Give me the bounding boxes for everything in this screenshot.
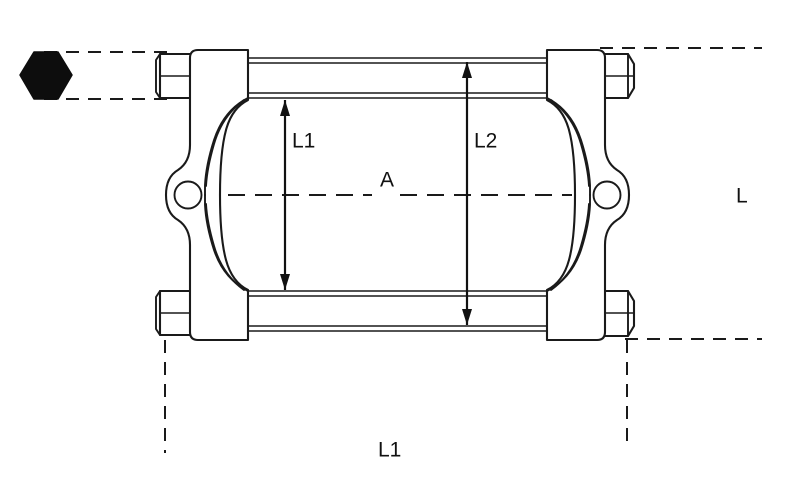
dimension-l-overall: L [736, 185, 748, 208]
dashed-extension-lines [44, 47, 762, 453]
hex-head-icon [19, 51, 73, 100]
top-left-bolt-chamfer [155, 53, 161, 99]
right-jaw-outline [545, 48, 631, 342]
l2-arrow-top [462, 62, 472, 78]
a-label-backing [374, 167, 398, 193]
l2-arrow-bottom [462, 309, 472, 325]
guide-rails [248, 57, 548, 332]
l1-label-backing [290, 128, 324, 154]
left-jaw-outline [164, 48, 250, 342]
dimension-label-l1-vertical: L1 [292, 130, 315, 153]
clamp-jaw-right [545, 48, 631, 342]
left-pivot-hole [173, 180, 203, 210]
l1-arrow-top [280, 100, 290, 116]
dimension-l2-vertical: L2 [462, 62, 506, 325]
dimension-label-l1-horizontal: L1 [378, 439, 401, 462]
dimension-l1-vertical: L1 [280, 100, 324, 290]
right-pivot-hole [592, 180, 622, 210]
dimension-label-a: A [380, 169, 394, 192]
dimension-a-axis: A [374, 167, 398, 193]
dimension-label-l: L [736, 185, 748, 208]
left-jaw-rib-lower [205, 203, 245, 291]
dimension-label-l2-vertical: L2 [474, 130, 497, 153]
dimension-l1-horizontal: L1 [378, 439, 401, 462]
l1-arrow-bottom [280, 274, 290, 290]
hexagon-bolt-head [19, 51, 73, 100]
clamp-jaw-left [164, 48, 250, 342]
left-jaw-rib-upper [205, 99, 245, 187]
bottom-left-bolt-chamfer [155, 290, 161, 336]
right-jaw-rib-upper [550, 99, 590, 187]
right-jaw-rib-lower [550, 203, 590, 291]
l2-label-backing [472, 128, 506, 154]
left-bolts [155, 52, 200, 337]
